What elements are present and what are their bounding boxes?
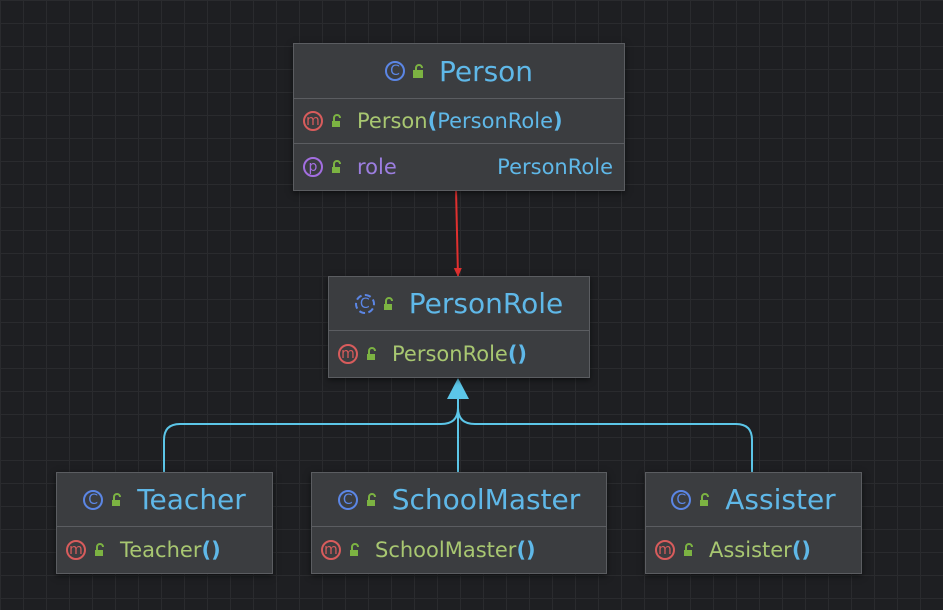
method-parens: ()	[791, 538, 812, 562]
property-row[interactable]: p role PersonRole	[294, 144, 624, 189]
public-lock-icon	[112, 492, 122, 506]
method-row[interactable]: m SchoolMaster()	[312, 527, 606, 573]
class-header: C Person	[294, 44, 624, 99]
method-row[interactable]: m Assister()	[646, 527, 861, 573]
class-kind-icon: C	[384, 61, 405, 81]
public-lock-icon	[383, 296, 393, 310]
abstract-class-kind-icon: C	[354, 293, 375, 314]
method-name: Assister	[709, 538, 792, 562]
method-parens: ()	[507, 342, 528, 366]
class-title: Teacher	[137, 483, 246, 516]
method-name: PersonRole	[392, 342, 508, 366]
property-name: role	[357, 154, 397, 179]
class-node-person[interactable]: C Person m Person(PersonRole) p role Per…	[293, 43, 625, 191]
method-parens: ()	[516, 538, 536, 562]
method-row[interactable]: m Teacher()	[57, 527, 272, 573]
method-kind-icon: m	[338, 344, 358, 364]
method-row[interactable]: m Person(PersonRole)	[294, 99, 624, 144]
class-kind-icon: C	[337, 489, 358, 510]
class-kind-icon: C	[671, 489, 692, 510]
public-lock-icon	[367, 347, 376, 360]
method-name: Teacher	[120, 538, 202, 562]
class-title: PersonRole	[408, 287, 564, 320]
public-lock-icon	[350, 543, 359, 556]
method-name: SchoolMaster	[375, 538, 517, 562]
method-row[interactable]: m PersonRole()	[329, 331, 589, 377]
class-title: SchoolMaster	[391, 483, 581, 516]
method-open-paren: (	[427, 109, 438, 133]
inheritance-edge-assister[interactable]	[457, 398, 753, 472]
method-close-paren: )	[553, 109, 563, 133]
class-title: Person	[438, 54, 534, 88]
class-node-assister[interactable]: C Assister m Assister()	[645, 472, 862, 574]
class-header: C SchoolMaster	[312, 473, 606, 527]
property-kind-icon: p	[303, 156, 323, 177]
method-param-type: PersonRole	[437, 109, 554, 133]
public-lock-icon	[332, 159, 341, 173]
method-name: Person	[357, 109, 428, 133]
public-lock-icon	[95, 543, 104, 556]
public-lock-icon	[412, 64, 423, 78]
method-kind-icon: m	[655, 540, 675, 560]
class-node-teacher[interactable]: C Teacher m Teacher()	[56, 472, 273, 574]
class-header: C PersonRole	[329, 277, 589, 331]
class-node-personrole[interactable]: C PersonRole m PersonRole()	[328, 276, 590, 378]
public-lock-icon	[684, 543, 693, 556]
class-header: C Teacher	[57, 473, 272, 527]
class-node-schoolmaster[interactable]: C SchoolMaster m SchoolMaster()	[311, 472, 607, 574]
inheritance-edge-teacher[interactable]	[163, 398, 459, 472]
method-kind-icon: m	[66, 540, 86, 560]
class-title: Assister	[725, 483, 836, 516]
class-header: C Assister	[646, 473, 861, 527]
inheritance-arrowhead	[447, 378, 469, 399]
method-kind-icon: m	[303, 111, 323, 131]
property-type: PersonRole	[497, 154, 613, 179]
public-lock-icon	[366, 492, 376, 506]
public-lock-icon	[332, 114, 341, 127]
method-kind-icon: m	[321, 540, 341, 560]
association-edge-person-to-personrole[interactable]	[453, 188, 462, 277]
class-kind-icon: C	[83, 489, 104, 510]
public-lock-icon	[700, 492, 710, 506]
method-parens: ()	[201, 538, 221, 562]
